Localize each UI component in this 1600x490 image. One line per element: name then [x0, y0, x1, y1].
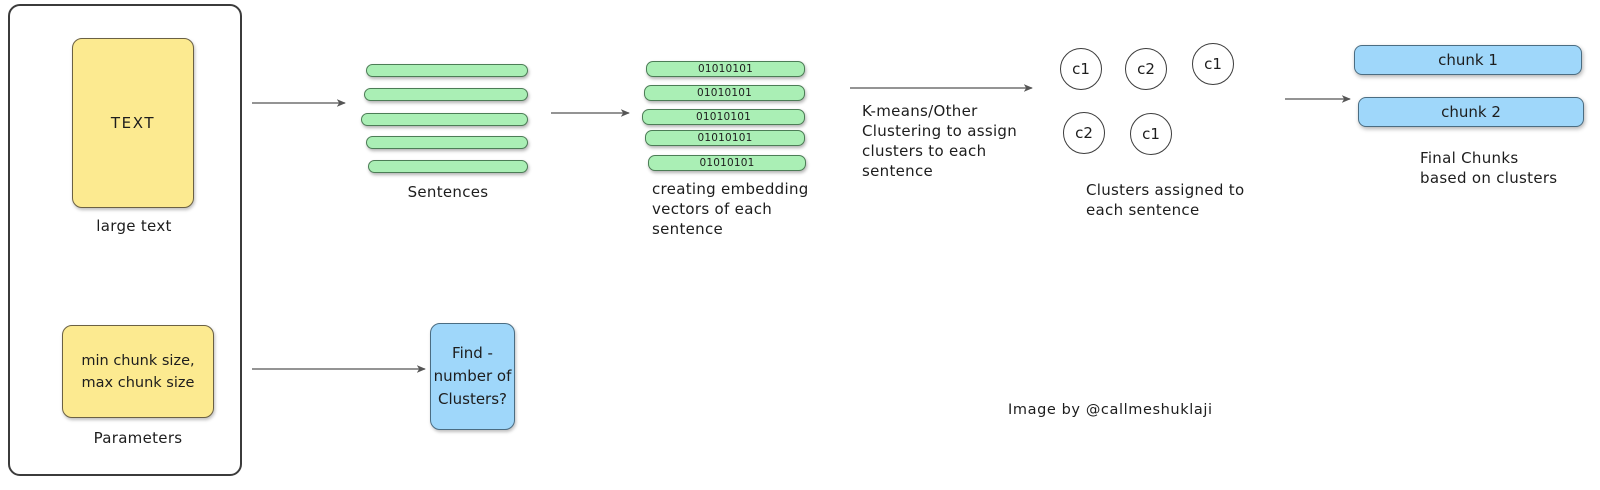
large-text-node[interactable]: TEXT [72, 38, 194, 208]
sentence-bar [361, 113, 528, 126]
embedding-vector-bar: 01010101 [645, 130, 805, 146]
sentence-bar [366, 64, 528, 77]
cluster-circle-c1: c1 [1130, 113, 1172, 155]
final-chunks-caption: Final Chunks based on clusters [1420, 149, 1558, 187]
final-chunk-bar[interactable]: chunk 1 [1354, 45, 1582, 75]
cluster-circle-c2: c2 [1125, 48, 1167, 90]
large-text-caption: large text [96, 217, 172, 235]
clusters-caption: Clusters assigned to each sentence [1086, 181, 1245, 219]
clustering-step-label: K-means/Other Clustering to assign clust… [862, 102, 1018, 180]
embedding-vector-bar: 01010101 [642, 109, 805, 125]
embedding-vector-bar: 01010101 [648, 155, 806, 171]
embeddings-caption: creating embedding vectors of each sente… [652, 180, 809, 238]
final-chunk-bar[interactable]: chunk 2 [1358, 97, 1584, 127]
sentence-bar [368, 160, 528, 173]
find-cluster-count-node[interactable]: Find - number of Clusters? [430, 323, 515, 430]
sentences-caption: Sentences [407, 183, 489, 201]
parameters-node[interactable]: min chunk size, max chunk size [62, 325, 214, 418]
cluster-circle-c1: c1 [1192, 43, 1234, 85]
image-credit: Image by @callmeshuklaji [1008, 402, 1213, 418]
embedding-vector-bar: 01010101 [644, 85, 805, 101]
embedding-vector-bar: 01010101 [646, 61, 805, 77]
sentence-bar [366, 136, 528, 149]
cluster-circle-c1: c1 [1060, 48, 1102, 90]
sentence-bar [364, 88, 528, 101]
parameters-caption: Parameters [93, 429, 183, 447]
cluster-circle-c2: c2 [1063, 112, 1105, 154]
